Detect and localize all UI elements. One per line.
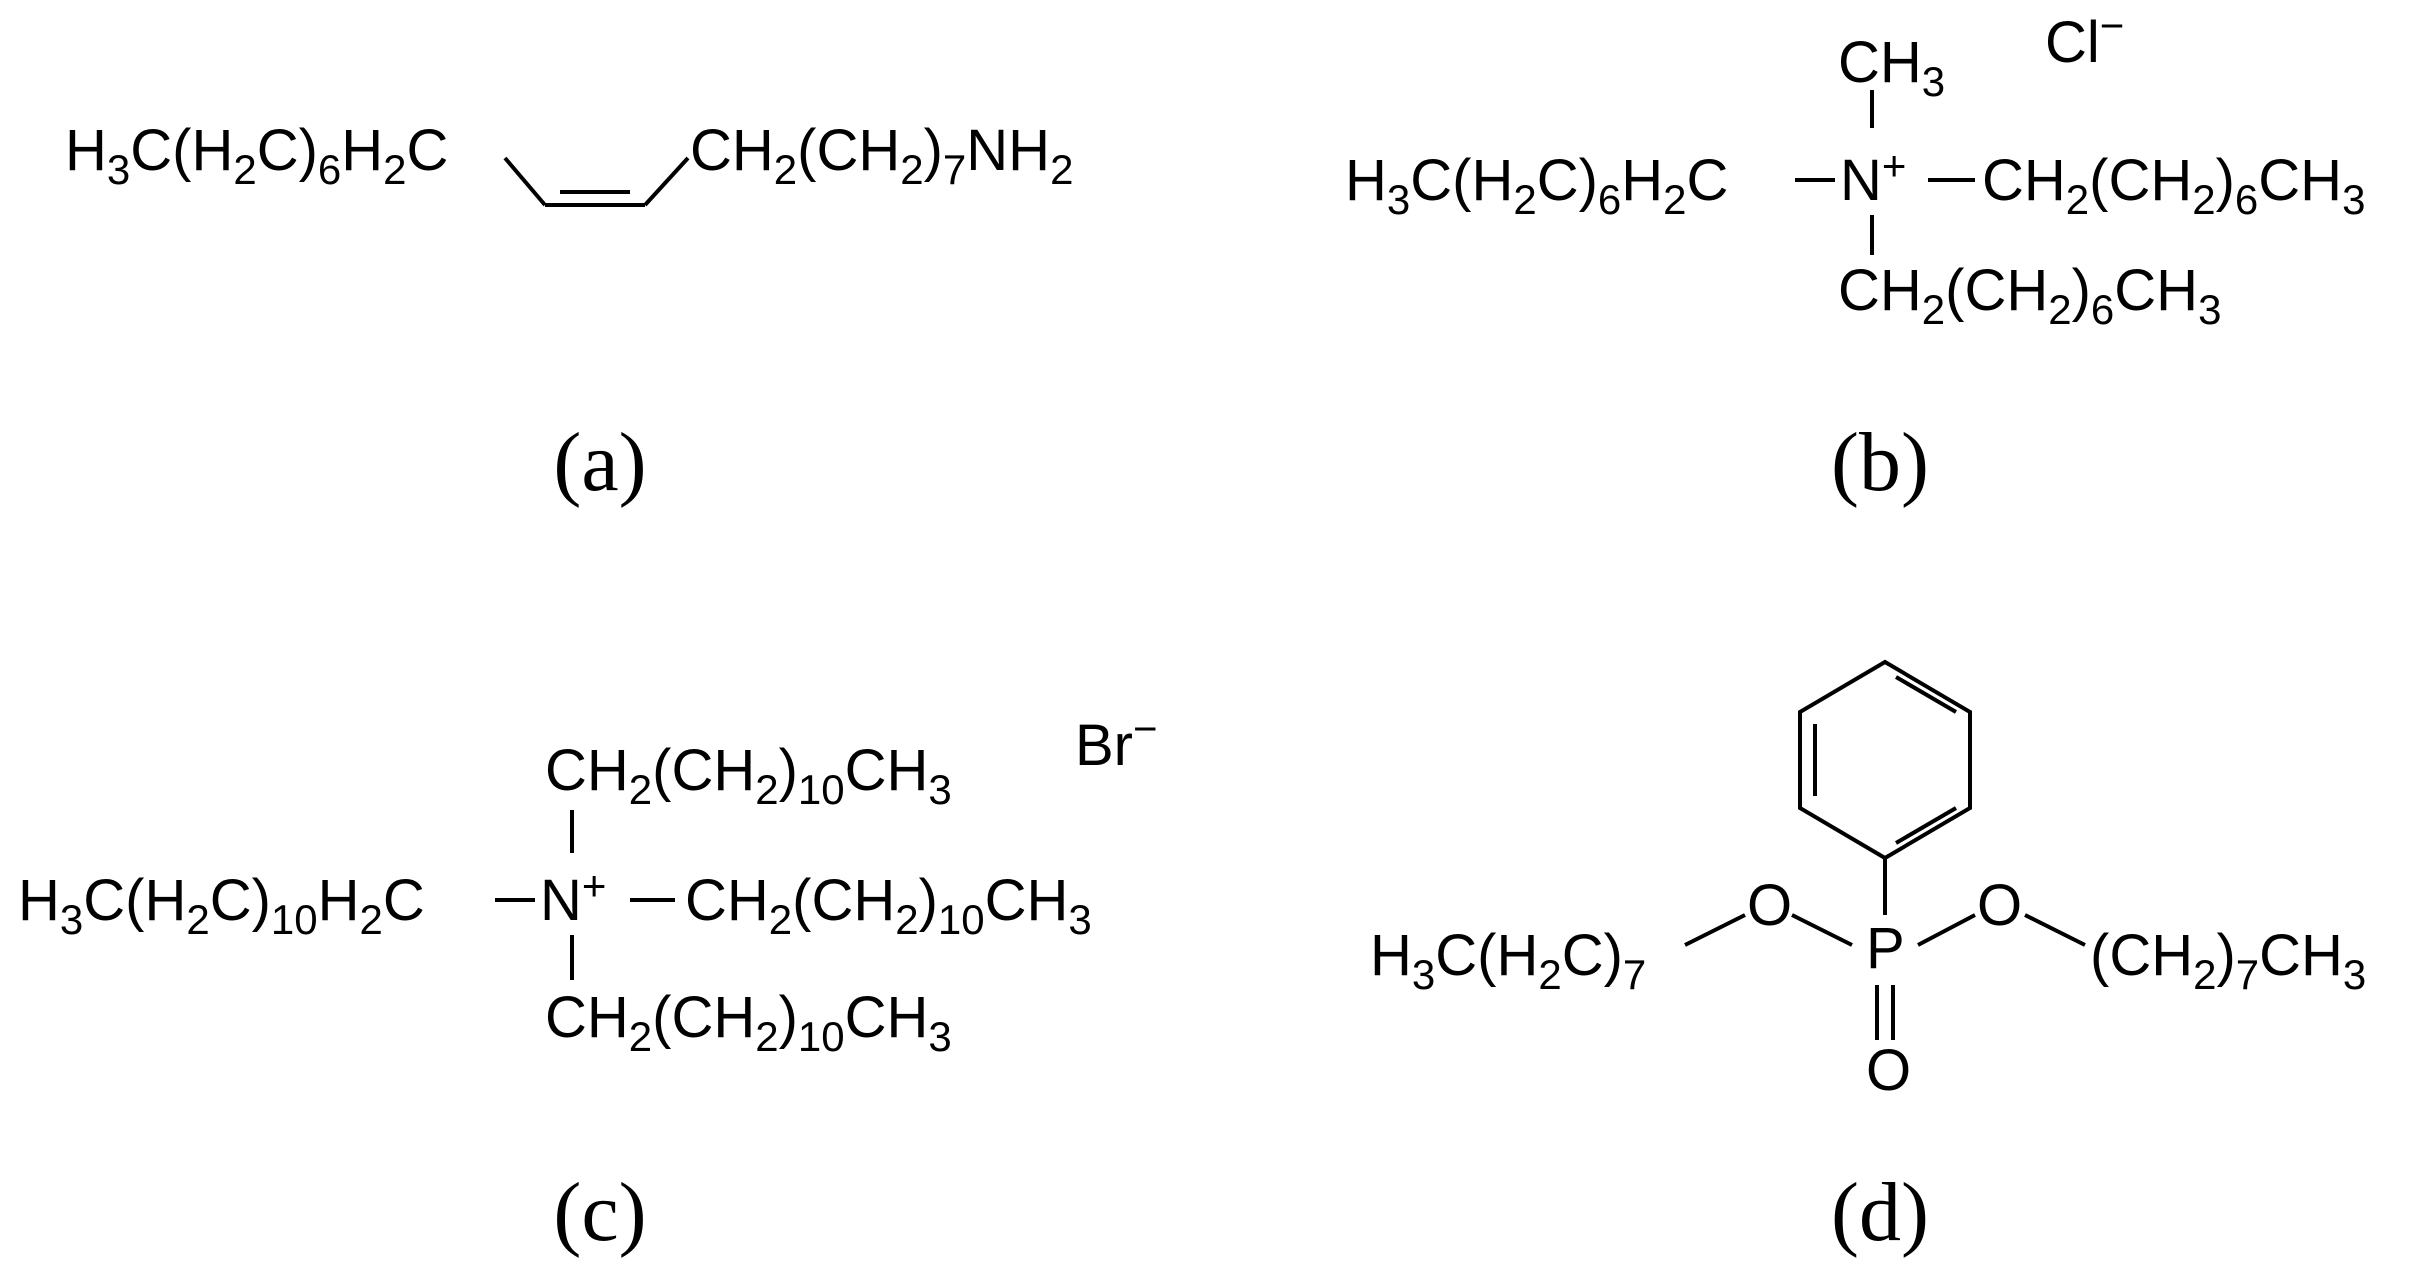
panel-b: Cl− CH3 H3C(H2C)6H2C N+ CH2(CH2)6CH3 CH2… xyxy=(1345,2,2365,509)
d-bond-p-to-o-right xyxy=(1917,913,1976,947)
b-nitrogen: N+ xyxy=(1840,142,1906,213)
d-benzene-ring xyxy=(1798,659,1972,861)
a-right-group: CH2(CH2)7NH2 xyxy=(690,118,1073,193)
d-bond-o-right-to-chain xyxy=(2024,913,2086,947)
panel-a: H3C(H2C)6H2C CH2(CH2)7NH2 (a) xyxy=(65,118,1073,509)
d-benzene-inner-bond-2 xyxy=(1894,675,1958,714)
c-left-chain: H3C(H2C)10H2C xyxy=(18,868,425,943)
c-counter-ion: Br− xyxy=(1075,705,1158,778)
d-left-chain: H3C(H2C)7 xyxy=(1370,923,1646,998)
c-right-chain: CH2(CH2)10CH3 xyxy=(685,868,1092,943)
a-left-group: H3C(H2C)6H2C xyxy=(65,118,448,193)
b-right-chain: CH2(CH2)6CH3 xyxy=(1982,148,2365,223)
a-bond-right xyxy=(643,156,690,207)
b-methyl-group: CH3 xyxy=(1838,30,1945,105)
panel-d: H3C(H2C)7 O P O (CH2)7CH3 O (d) xyxy=(1370,659,2366,1259)
d-bond-o-left-to-p xyxy=(1791,913,1853,947)
panel-c: Br− CH2(CH2)10CH3 H3C(H2C)10H2C N+ CH2(C… xyxy=(18,705,1158,1259)
b-left-chain: H3C(H2C)6H2C xyxy=(1345,148,1728,223)
b-counter-ion: Cl− xyxy=(2045,2,2124,75)
d-oxygen-left: O xyxy=(1747,873,1792,938)
a-bond-left xyxy=(503,156,547,207)
d-phosphorus: P xyxy=(1866,916,1905,981)
caption-b: (b) xyxy=(1831,416,1929,509)
caption-d: (d) xyxy=(1831,1166,1929,1259)
caption-a: (a) xyxy=(553,416,646,509)
caption-c: (c) xyxy=(553,1166,646,1259)
d-right-chain: (CH2)7CH3 xyxy=(2090,923,2366,998)
d-oxygen-right: O xyxy=(1977,873,2022,938)
c-nitrogen: N+ xyxy=(540,862,606,933)
c-top-chain: CH2(CH2)10CH3 xyxy=(545,738,952,813)
c-bottom-chain: CH2(CH2)10CH3 xyxy=(545,985,952,1060)
d-bond-chain-to-o-left xyxy=(1684,913,1746,947)
b-bottom-chain: CH2(CH2)6CH3 xyxy=(1838,258,2221,333)
d-oxygen-double: O xyxy=(1866,1038,1911,1103)
d-benzene-inner-bond-3 xyxy=(1894,806,1958,845)
